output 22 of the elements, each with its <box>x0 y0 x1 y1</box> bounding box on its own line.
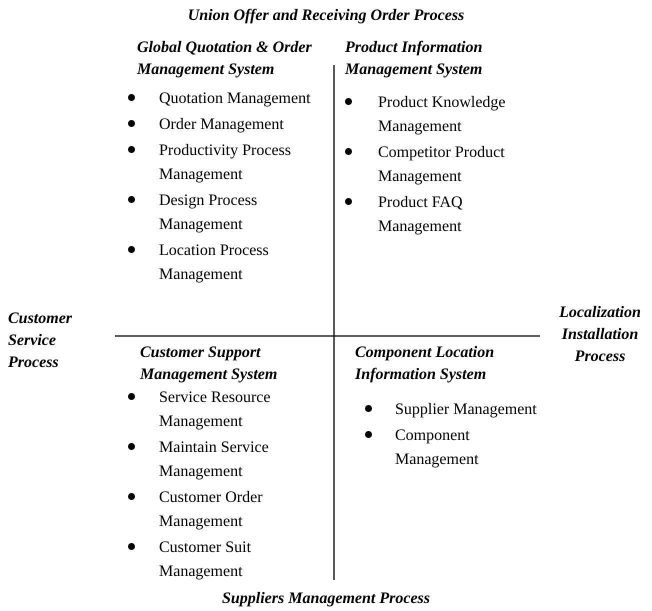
list-item: Location Process Management <box>159 241 270 285</box>
list-item: Quotation Management <box>159 89 312 109</box>
list-item: Supplier Management <box>395 400 538 420</box>
list-item: Component Management <box>395 426 480 470</box>
list-item: Competitor Product Management <box>378 143 506 187</box>
list-item: Product FAQ Management <box>378 193 464 237</box>
list-item: Order Management <box>159 115 285 135</box>
list-item: Product Knowledge Management <box>378 93 507 137</box>
process-label: Union Offer and Receiving Order Process <box>186 6 466 26</box>
process-label: Suppliers Management Process <box>220 589 431 609</box>
list-item: Service Resource Management <box>159 388 272 432</box>
section-heading: Product Information Management System <box>345 38 484 80</box>
list-item: Maintain Service Management <box>159 438 270 482</box>
list-item: Productivity Process Management <box>159 141 292 185</box>
section-heading: Customer Support Management System <box>140 343 278 385</box>
list-item: Customer Suit Management <box>159 538 252 582</box>
process-label: Customer Service Process <box>8 309 74 373</box>
section-heading: Global Quotation & Order Management System <box>137 38 313 80</box>
list-item: Design Process Management <box>159 191 258 235</box>
process-label: Localization Installation Process <box>558 303 642 367</box>
list-item: Customer Order Management <box>159 488 264 532</box>
section-heading: Component Location Information System <box>355 343 496 385</box>
